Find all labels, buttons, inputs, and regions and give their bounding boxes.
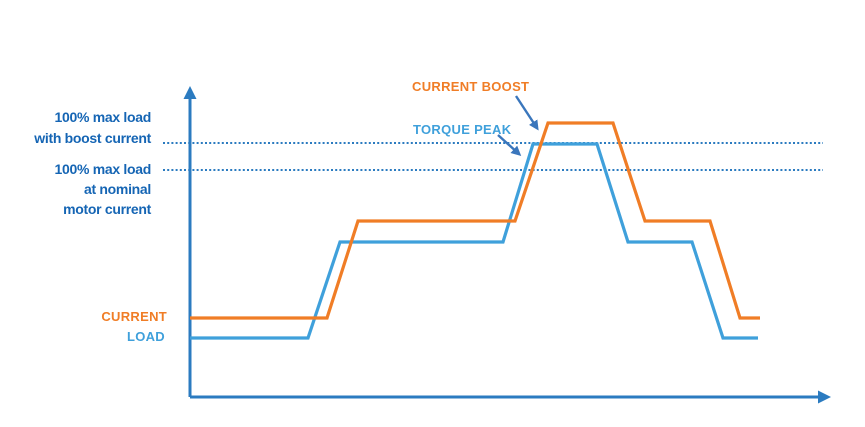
current-boost-annotation-label: CURRENT BOOST bbox=[412, 79, 530, 94]
load-series-line bbox=[190, 142, 758, 340]
max-load-boost-label-line1: 100% max load bbox=[54, 109, 152, 125]
max-load-nominal-label: 100% max load at nominal motor current bbox=[55, 159, 152, 219]
max-load-boost-label: 100% max load with boost current bbox=[34, 107, 151, 149]
load-series-label: LOAD bbox=[126, 329, 165, 344]
max-load-boost-label-line2: with boost current bbox=[34, 130, 151, 146]
annotation-arrow-torque-peak bbox=[497, 134, 522, 157]
current-series-line bbox=[190, 121, 760, 320]
annotation-arrow-current-boost bbox=[514, 95, 539, 131]
torque-peak-annotation-label: TORQUE PEAK bbox=[413, 122, 512, 137]
current-series-label: CURRENT bbox=[101, 309, 167, 324]
max-load-nominal-label-line2: at nominal bbox=[83, 181, 151, 197]
max-load-nominal-label-line3: motor current bbox=[63, 201, 151, 217]
max-load-nominal-label-line1: 100% max load bbox=[54, 161, 152, 177]
